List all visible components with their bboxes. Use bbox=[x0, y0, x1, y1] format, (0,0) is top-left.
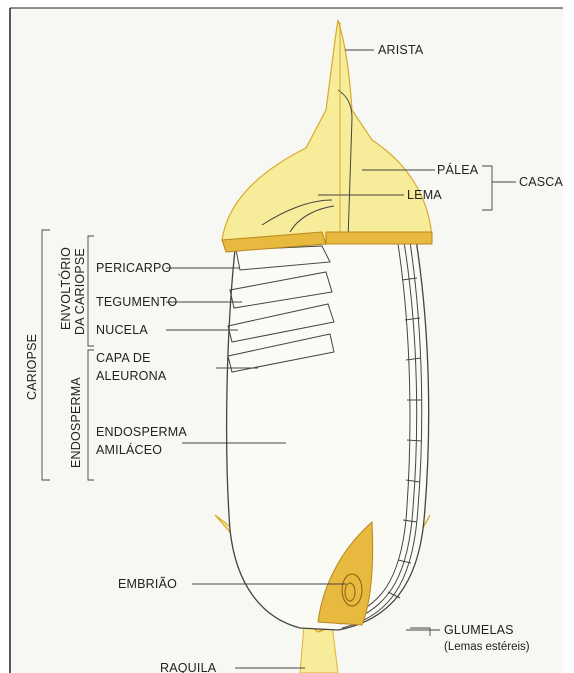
label-endosperma-line2: AMILÁCEO bbox=[96, 442, 162, 457]
label-glumelas-line2: (Lemas estéreis) bbox=[444, 641, 530, 653]
label-raquila: RAQUILA bbox=[160, 661, 217, 673]
label-envoltorio-line1: ENVOLTÓRIO bbox=[58, 247, 73, 330]
label-endosperma-line1: ENDOSPERMA bbox=[96, 425, 187, 439]
label-glumelas-line1: GLUMELAS bbox=[444, 623, 514, 637]
label-capa-line2: ALEURONA bbox=[96, 369, 167, 383]
label-palea: PÁLEA bbox=[437, 162, 479, 177]
caryopsis-body bbox=[227, 240, 429, 630]
label-envoltorio-line2: DA CARIOPSE bbox=[73, 248, 87, 335]
label-nucela: NUCELA bbox=[96, 323, 148, 337]
label-lema: LEMA bbox=[407, 188, 442, 202]
label-tegumento: TEGUMENTO bbox=[96, 295, 178, 309]
label-cariopse: CARIOPSE bbox=[25, 334, 39, 400]
label-embriao: EMBRIÃO bbox=[118, 577, 177, 591]
label-capa-line1: CAPA DE bbox=[96, 351, 151, 365]
label-endosperma-group: ENDOSPERMA bbox=[69, 377, 83, 468]
husk-rim-right bbox=[326, 232, 432, 244]
label-arista: ARISTA bbox=[378, 43, 424, 57]
label-casca: CASCA bbox=[519, 175, 564, 189]
label-pericarpo: PERICARPO bbox=[96, 261, 172, 275]
